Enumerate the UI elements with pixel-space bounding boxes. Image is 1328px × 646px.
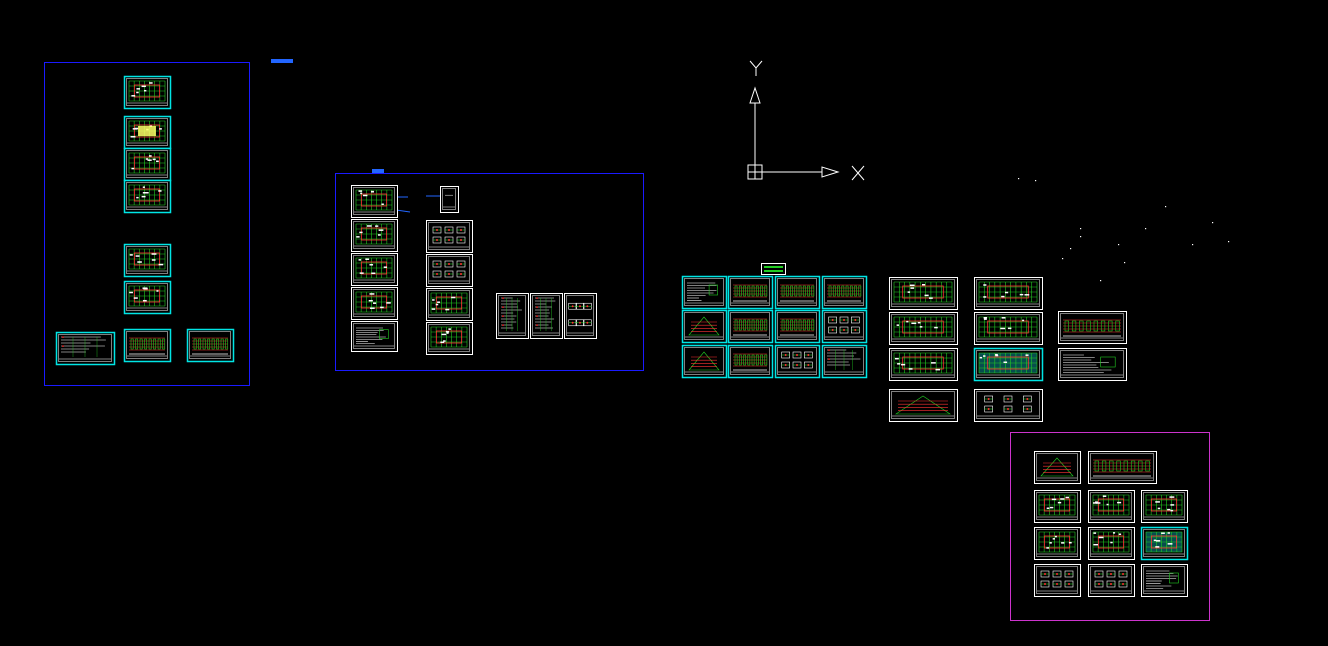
drawing-sheet[interactable]	[123, 147, 172, 182]
drawing-sheet[interactable]	[681, 309, 728, 344]
drawing-sheet[interactable]	[727, 344, 774, 379]
drawing-sheet[interactable]	[123, 328, 172, 363]
drawing-sheet[interactable]	[1034, 490, 1081, 523]
stray-point	[1228, 241, 1230, 243]
stray-point	[1192, 244, 1194, 246]
drawing-sheet[interactable]	[426, 322, 473, 355]
drawing-sheet[interactable]	[1088, 490, 1135, 523]
drawing-sheet[interactable]	[889, 348, 958, 381]
stray-point	[1035, 180, 1037, 182]
drawing-sheet[interactable]	[496, 293, 529, 339]
drawing-sheet[interactable]	[821, 309, 868, 344]
drawing-sheet[interactable]	[974, 389, 1043, 422]
drawing-sheet[interactable]	[821, 344, 868, 379]
drawing-sheet[interactable]	[1088, 527, 1135, 560]
drawing-sheet[interactable]	[1058, 311, 1127, 344]
drawing-sheet[interactable]	[186, 328, 235, 363]
drawing-sheet[interactable]	[123, 75, 172, 110]
stray-point	[1062, 258, 1064, 260]
drawing-sheet[interactable]	[55, 331, 116, 366]
stray-point	[1018, 178, 1020, 180]
drawing-sheet[interactable]	[440, 186, 459, 213]
drawing-sheet[interactable]	[123, 115, 172, 150]
drawing-sheet[interactable]	[681, 344, 728, 379]
x-axis-glyph	[851, 165, 865, 181]
stray-point	[1100, 280, 1102, 282]
drawing-sheet[interactable]	[1034, 451, 1081, 484]
drawing-sheet[interactable]	[351, 253, 398, 286]
drawing-sheet[interactable]	[426, 288, 473, 321]
ucs-x-label: X	[0, 0, 1, 1]
drawing-sheet[interactable]	[530, 293, 563, 339]
y-axis-glyph	[749, 60, 763, 76]
stray-point	[1080, 236, 1082, 238]
drawing-sheets-layer[interactable]	[55, 75, 1189, 597]
drawing-sheet[interactable]	[351, 321, 398, 352]
stray-point	[1118, 244, 1120, 246]
drawing-sheet[interactable]	[1088, 564, 1135, 597]
drawing-sheet[interactable]	[123, 280, 172, 315]
drawing-sheet[interactable]	[123, 179, 172, 214]
ucs-icon	[747, 60, 865, 181]
drawing-sheet[interactable]	[727, 275, 774, 310]
drawing-sheet[interactable]	[774, 309, 821, 344]
stray-point	[1080, 228, 1082, 230]
drawing-sheet[interactable]	[821, 275, 868, 310]
drawing-sheet[interactable]	[1141, 564, 1188, 597]
stray-points-layer	[1018, 178, 1230, 282]
title-strip	[761, 263, 786, 275]
stray-point	[1070, 248, 1072, 250]
drawing-sheet[interactable]	[1034, 527, 1081, 560]
group-frame	[335, 173, 644, 371]
drawing-sheet[interactable]	[973, 347, 1044, 382]
group-label-tag	[372, 169, 384, 173]
stray-point	[1165, 206, 1167, 208]
drawing-sheet[interactable]	[681, 275, 728, 310]
drawing-sheet[interactable]	[1140, 526, 1189, 561]
drawing-sheet[interactable]	[351, 287, 398, 320]
x-arrow-icon	[821, 166, 840, 178]
detail-set-group[interactable]	[1010, 432, 1210, 621]
drawing-sheet[interactable]	[351, 185, 398, 218]
y-arrow-icon	[749, 86, 761, 104]
drawing-sheet[interactable]	[1141, 490, 1188, 523]
architectural-set-group[interactable]	[44, 59, 294, 386]
ucs-y-label: Y	[0, 0, 1, 1]
group-label-tag	[271, 59, 293, 63]
stray-point	[1212, 222, 1214, 224]
group-frame	[44, 62, 250, 386]
drawing-sheet[interactable]	[1088, 451, 1157, 484]
drawing-sheet[interactable]	[351, 219, 398, 252]
drawing-sheet[interactable]	[974, 277, 1043, 310]
drawing-sheet[interactable]	[1034, 564, 1081, 597]
drawing-sheet[interactable]	[426, 254, 473, 287]
drawing-sheet[interactable]	[1058, 348, 1127, 381]
drawing-sheet[interactable]	[889, 312, 958, 345]
drawing-sheet[interactable]	[123, 243, 172, 278]
drawing-sheet[interactable]	[889, 389, 958, 422]
drawing-sheet[interactable]	[774, 344, 821, 379]
drawing-sheet[interactable]	[974, 312, 1043, 345]
drawing-sheet[interactable]	[774, 275, 821, 310]
group-frame	[1010, 432, 1210, 621]
drawing-sheet[interactable]	[727, 309, 774, 344]
stray-point	[1124, 262, 1126, 264]
drawing-sheet[interactable]	[564, 293, 597, 339]
drawing-sheet[interactable]	[889, 277, 958, 310]
stray-point	[1145, 228, 1147, 230]
drawing-sheet[interactable]	[426, 220, 473, 253]
